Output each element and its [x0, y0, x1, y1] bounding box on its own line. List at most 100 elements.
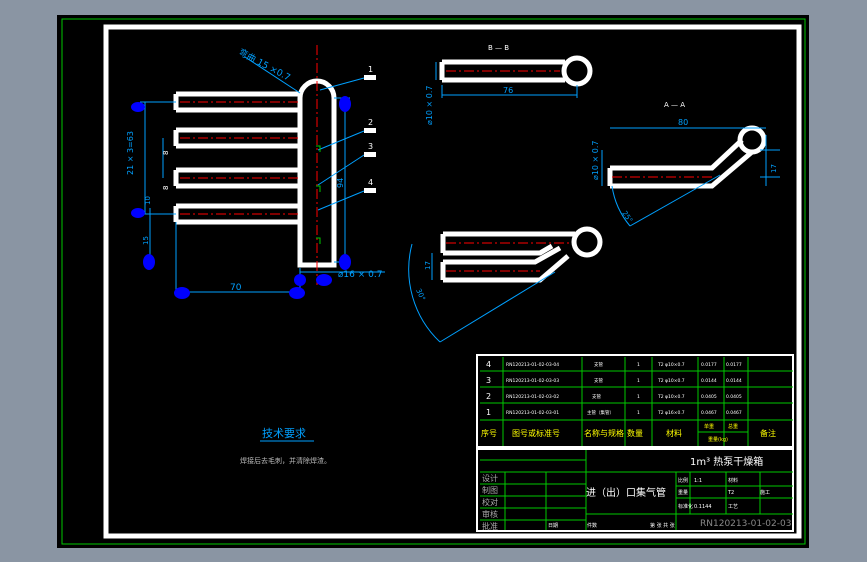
bom-table: 4 3 2 1 RN120213-01-02-03-04 RN120213-01… — [476, 354, 794, 448]
tb-material: T2 — [727, 490, 734, 496]
bom-unit-3: 0.0144 — [701, 378, 717, 384]
bom-no-3: 3 — [486, 376, 491, 385]
section-a-pipe — [607, 138, 754, 189]
bom-name-1: 主管（集管） — [587, 409, 614, 416]
header-pipe — [297, 78, 337, 268]
part-label-2: 2 — [368, 118, 373, 127]
bom-mat-4: T2 φ10×0.7 — [657, 362, 685, 368]
role-check: 校对 — [482, 497, 498, 507]
section-b-dia: ⌀10 × 0.7 — [425, 85, 434, 125]
main-dim-total: 21 × 3=63 — [126, 131, 135, 175]
section-a: A — A 80 ⌀10 × 0.7 17 25° — [591, 101, 780, 227]
title-company: 1m³ 热泵干燥箱 — [690, 455, 763, 468]
section-c-pipe — [440, 231, 575, 283]
bom-total-1: 0.0467 — [726, 410, 742, 416]
section-c: 17 30° — [408, 226, 603, 343]
main-dim-15: 15 — [142, 236, 150, 245]
bom-qty-4: 1 — [637, 362, 640, 368]
tech-heading: 技术要求 — [262, 427, 306, 440]
part-label-4: 4 — [368, 178, 373, 187]
section-b: B — B 76 ⌀10 × 0.7 — [425, 44, 593, 125]
bom-qty-2: 1 — [637, 394, 640, 400]
bom-unit-2: 0.0405 — [701, 394, 717, 400]
main-dim-width: 70 — [230, 283, 242, 293]
bom-total-4: 0.0177 — [726, 362, 742, 368]
main-green-marks — [316, 145, 321, 244]
bom-total-3: 0.0144 — [726, 378, 742, 384]
bom-code-4: RN120213-01-02-03-04 — [506, 362, 559, 368]
bom-h-remark: 备注 — [760, 428, 776, 438]
tb-craft: 施工 — [760, 489, 770, 496]
bom-qty-1: 1 — [637, 410, 640, 416]
main-dim-10: 10 — [144, 196, 152, 205]
outer-green-border — [61, 18, 806, 545]
main-dim-8b: 8 — [162, 186, 170, 190]
main-dim-height: 94 — [336, 178, 345, 188]
grip-points — [131, 96, 351, 299]
bom-name-4: 支管 — [594, 361, 603, 368]
bom-total-2: 0.0405 — [726, 394, 742, 400]
tb-scale-label: 比例 — [678, 477, 688, 484]
bom-h-unit: 单重 — [704, 423, 714, 430]
tb-scale: 1:1 — [694, 478, 702, 484]
bom-code-2: RN120213-01-02-03-02 — [506, 394, 559, 400]
section-c-dims — [408, 243, 556, 343]
tech-note: 焊接后去毛刺，并清除焊渣。 — [240, 456, 331, 465]
role-approve: 批准 — [482, 521, 498, 531]
bom-h-mass: 重量(kg) — [708, 436, 728, 443]
section-c-ring — [571, 226, 603, 258]
section-b-len: 76 — [503, 86, 513, 95]
tech-requirements: 技术要求 焊接后去毛刺，并清除焊渣。 — [240, 427, 331, 465]
section-b-pipe — [439, 59, 565, 83]
tb-date-label: 日期 — [548, 523, 558, 529]
bom-unit-4: 0.0177 — [701, 362, 717, 368]
tb-sheet-label: 第 张 共 张 — [650, 522, 675, 529]
tb-material-label: 材料 — [728, 477, 738, 484]
branch-pipes — [173, 91, 300, 225]
bom-no-1: 1 — [486, 408, 491, 417]
part-number-tabs — [364, 75, 376, 193]
section-a-title: A — A — [664, 101, 685, 109]
tb-weight: 0.1144 — [694, 504, 712, 510]
title-block: 1m³ 热泵干燥箱 进（出）口集气管 RN120213-01-02-03 设计 … — [476, 448, 794, 532]
bom-h-code: 图号或标准号 — [512, 428, 560, 438]
section-c-centerlines — [446, 242, 570, 272]
paper — [57, 15, 809, 548]
main-dim-8a: 8 — [162, 151, 170, 155]
bom-code-3: RN120213-01-02-03-03 — [506, 378, 559, 384]
section-b-dims — [435, 62, 578, 98]
main-dim-pipe: ⌀16 × 0.7 — [338, 270, 382, 280]
bom-h-material: 材料 — [666, 428, 682, 438]
bom-qty-3: 1 — [637, 378, 640, 384]
section-a-dims — [601, 127, 780, 227]
section-c-h: 17 — [424, 261, 432, 270]
role-design: 设计 — [482, 473, 498, 483]
title-part-name: 进（出）口集气管 — [586, 486, 666, 499]
bom-h-no: 序号 — [481, 428, 497, 438]
bom-h-name: 名称与规格 — [584, 428, 624, 438]
bom-code-1: RN120213-01-02-03-01 — [506, 410, 559, 416]
part-label-1: 1 — [368, 65, 373, 74]
bom-unit-1: 0.0467 — [701, 410, 717, 416]
bom-mat-1: T2 φ16×0.7 — [657, 410, 685, 416]
section-b-ring — [561, 55, 593, 87]
bom-h-qty: 数量 — [627, 428, 643, 438]
bom-no-4: 4 — [486, 360, 491, 369]
branch-centerlines — [180, 101, 298, 215]
section-a-len: 80 — [678, 118, 688, 127]
tb-qty-label: 件数 — [587, 522, 597, 529]
bom-mat-2: T2 φ10×0.7 — [657, 394, 685, 400]
role-draw: 制图 — [482, 485, 498, 495]
part-label-3: 3 — [368, 142, 373, 151]
bom-no-2: 2 — [486, 392, 491, 401]
section-b-title: B — B — [488, 44, 509, 52]
tb-standard: 标准化 — [678, 503, 693, 510]
bom-mat-3: T2 φ10×0.7 — [657, 378, 685, 384]
bom-h-total: 总重 — [728, 423, 738, 430]
section-a-dia: ⌀10 × 0.7 — [591, 140, 600, 180]
tb-weight-label: 重量 — [678, 489, 688, 496]
bom-name-3: 支管 — [594, 377, 603, 384]
role-review: 审核 — [482, 509, 498, 519]
tb-process: 工艺 — [728, 504, 738, 510]
